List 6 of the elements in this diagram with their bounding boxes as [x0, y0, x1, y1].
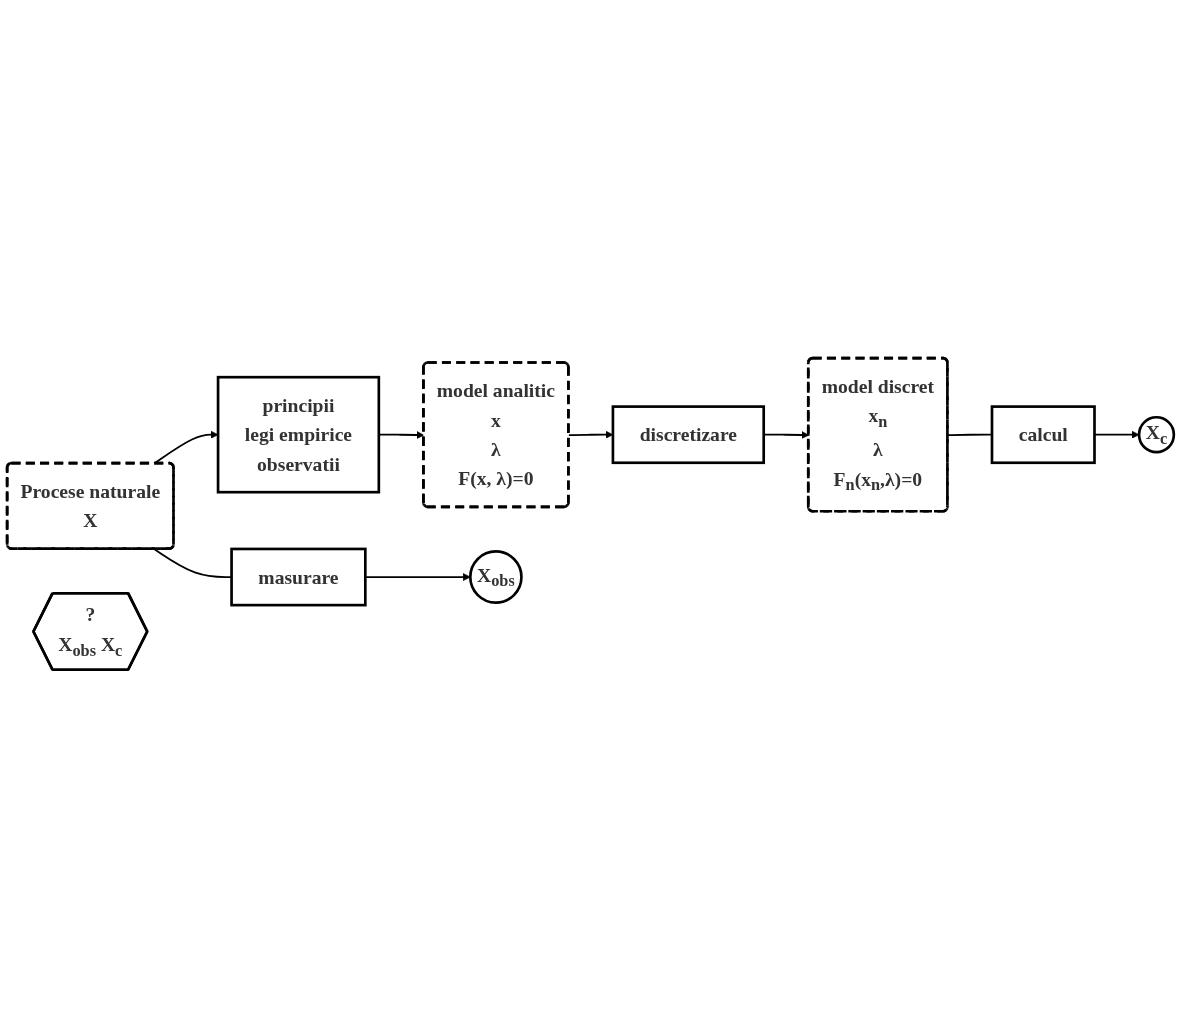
node-box: discretizare — [611, 404, 766, 464]
node-box: principii legi empirice observatii — [216, 375, 381, 494]
node-box: masurare — [230, 547, 367, 606]
node-box: calcul — [990, 404, 1096, 464]
node-circle: X$_{c}$ — [1137, 415, 1176, 453]
node-circle: X$_{obs}$ — [468, 549, 523, 604]
